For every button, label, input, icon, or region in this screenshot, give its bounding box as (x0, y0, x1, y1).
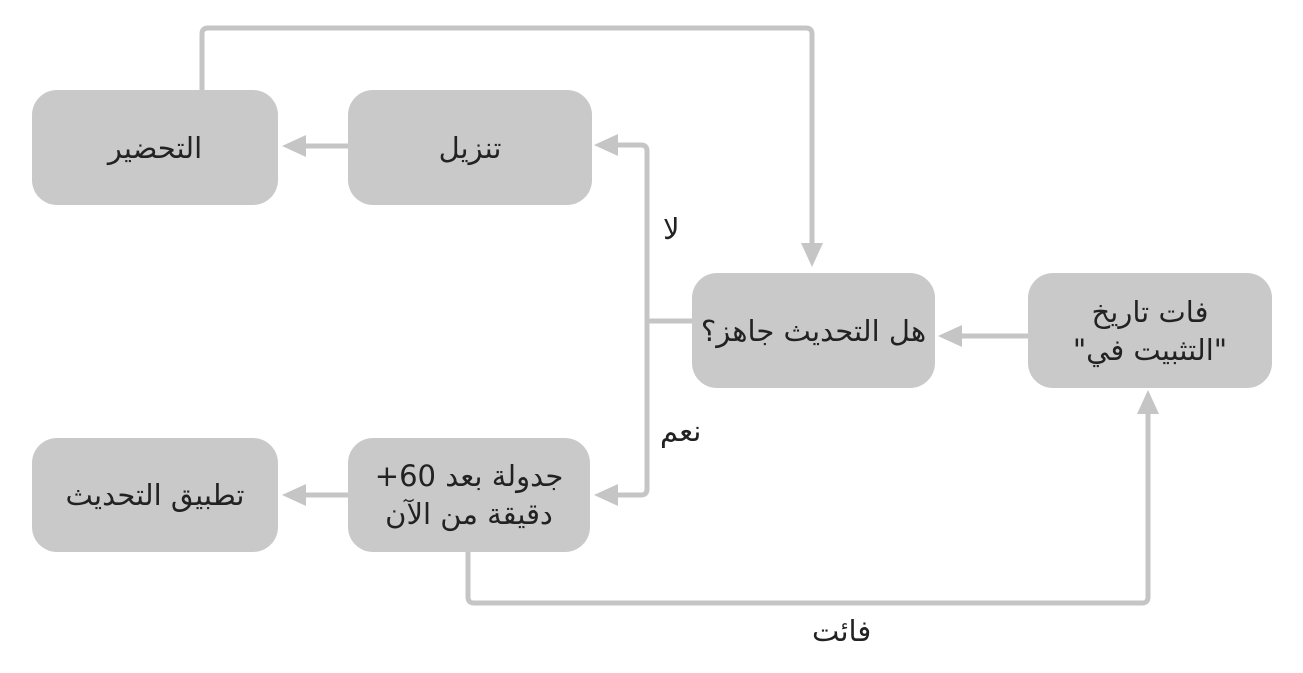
node-update-ready: هل التحديث جاهز؟ (692, 273, 935, 388)
edge-label-yes: نعم (658, 414, 704, 448)
edge-install-date-passed-to-update-ready (938, 325, 1028, 347)
edge-update-ready-to-schedule (594, 321, 650, 506)
edge-download-to-prepare (282, 135, 348, 157)
edge-label-no: لا (661, 212, 682, 246)
edge-schedule-to-apply-update (282, 484, 348, 506)
node-schedule: جدولة بعد 60+ دقيقة من الآن (348, 438, 590, 552)
node-prepare: التحضير (32, 90, 278, 205)
node-apply-update: تطبيق التحديث (32, 438, 278, 552)
node-install-date-passed: فات تاريخ "التثبيت في" (1028, 273, 1272, 388)
edge-label-missed: فائت (810, 614, 874, 648)
node-download: تنزيل (348, 90, 592, 205)
